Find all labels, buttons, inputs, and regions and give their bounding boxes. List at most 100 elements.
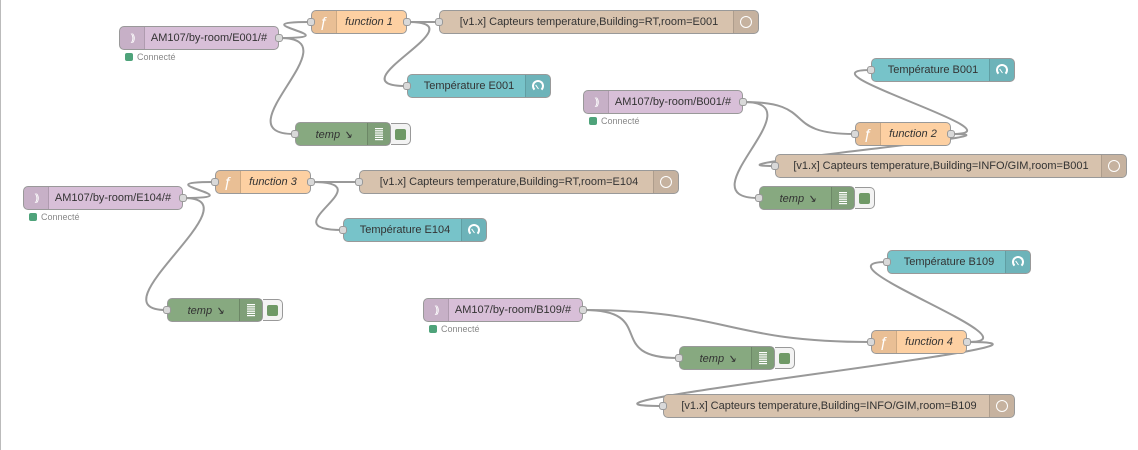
node-label: temp ↘ [315, 128, 353, 141]
input-port[interactable] [355, 178, 363, 186]
node-gauge-e104[interactable]: Température E104 [339, 218, 487, 242]
status-dot [125, 53, 133, 61]
node-gauge-b001[interactable]: Température B001 [867, 58, 1015, 82]
wire-fn1-to-gauge-e001[interactable] [383, 21, 431, 87]
wire-mqtt-b109-to-fn4[interactable] [583, 309, 871, 343]
wire-fn3-to-gauge-e104[interactable] [311, 181, 343, 231]
node-label: function 4 [905, 336, 953, 348]
status-dot [589, 117, 597, 125]
wire-fn2-to-influx-b001[interactable] [758, 133, 968, 167]
wire-fn4-to-influx-b109[interactable] [636, 341, 994, 407]
output-port[interactable] [307, 178, 315, 186]
globe-icon [1101, 155, 1126, 177]
node-mqtt-e001[interactable]: )) AM107/by-room/E001/# [119, 26, 283, 50]
wire-mqtt-e001-to-debug-1[interactable] [269, 37, 305, 135]
wire-mqtt-b109-to-debug-4[interactable] [583, 309, 679, 359]
node-mqtt-e104[interactable]: ))AM107/by-room/E104/# [23, 186, 187, 210]
node-label: AM107/by-room/B109/# [454, 304, 572, 316]
node-fn3[interactable]: ƒ function 3 [211, 170, 315, 194]
status-text: Connecté [41, 212, 80, 222]
output-port[interactable] [403, 18, 411, 26]
node-debug-1[interactable]: temp ↘ [291, 122, 391, 146]
wire-mqtt-e001-to-fn1[interactable] [279, 21, 311, 39]
toggle-indicator [395, 128, 406, 140]
output-port[interactable] [179, 194, 187, 202]
wire-mqtt-b001-to-debug-2[interactable] [733, 101, 769, 199]
node-influx-b109[interactable]: [v1.x] Capteurs temperature,Building=INF… [659, 394, 1015, 418]
wire-mqtt-e104-to-debug-3[interactable] [145, 197, 205, 311]
wire-fn4-to-gauge-b109[interactable] [869, 261, 985, 343]
node-influx-e104[interactable]: [v1.x] Capteurs temperature,Building=RT,… [355, 170, 679, 194]
node-label: function 1 [345, 16, 393, 28]
wire-mqtt-e104-to-fn3[interactable] [183, 181, 215, 199]
node-mqtt-b001[interactable]: ))AM107/by-room/B001/# [583, 90, 747, 114]
output-port[interactable] [739, 98, 747, 106]
node-label: temp ↘ [779, 192, 817, 205]
debug-toggle-button[interactable] [263, 299, 283, 321]
debug-toggle-button[interactable] [775, 347, 795, 369]
node-debug-4[interactable]: temp ↘ [675, 346, 775, 370]
node-influx-b001[interactable]: [v1.x] Capteurs temperature,Building=INF… [771, 154, 1127, 178]
node-label: temp ↘ [187, 304, 225, 317]
globe-icon [989, 395, 1014, 417]
input-port[interactable] [867, 66, 875, 74]
input-port[interactable] [675, 354, 683, 362]
input-port[interactable] [851, 130, 859, 138]
status-text: Connecté [601, 116, 640, 126]
gauge-icon [525, 75, 550, 97]
status-badge: Connecté [589, 116, 640, 126]
input-port[interactable] [435, 18, 443, 26]
debug-list-icon [239, 299, 262, 321]
function-icon: ƒ [216, 171, 241, 193]
input-port[interactable] [163, 306, 171, 314]
input-port[interactable] [867, 338, 875, 346]
node-gauge-e001[interactable]: Température E001 [403, 74, 551, 98]
toggle-indicator [859, 192, 870, 204]
node-label: temp ↘ [699, 352, 737, 365]
status-dot [429, 325, 437, 333]
wire-mqtt-b001-to-fn2[interactable] [743, 101, 855, 135]
output-port[interactable] [579, 306, 587, 314]
input-port[interactable] [771, 162, 779, 170]
node-label: AM107/by-room/E104/# [54, 192, 172, 204]
radio-waves-icon: )) [424, 299, 449, 321]
input-port[interactable] [291, 130, 299, 138]
toggle-indicator [779, 352, 790, 364]
node-label: AM107/by-room/B001/# [614, 96, 732, 108]
node-label: Température E001 [423, 80, 515, 92]
debug-list-icon [367, 123, 390, 145]
node-fn4[interactable]: ƒ function 4 [867, 330, 971, 354]
output-port[interactable] [275, 34, 283, 42]
node-debug-3[interactable]: temp ↘ [163, 298, 263, 322]
node-label: function 2 [889, 128, 937, 140]
node-label: Température B109 [903, 256, 995, 268]
node-label: Température E104 [359, 224, 451, 236]
node-mqtt-b109[interactable]: )) AM107/by-room/B109/# [423, 298, 587, 322]
node-influx-e001[interactable]: [v1.x] Capteurs temperature,Building=RT,… [435, 10, 759, 34]
debug-toggle-button[interactable] [391, 123, 411, 145]
input-port[interactable] [883, 258, 891, 266]
toggle-indicator [267, 304, 278, 316]
node-label: function 3 [249, 176, 297, 188]
node-debug-2[interactable]: temp ↘ [755, 186, 855, 210]
node-gauge-b109[interactable]: Température B109 [883, 250, 1031, 274]
input-port[interactable] [403, 82, 411, 90]
function-icon: ƒ [856, 123, 881, 145]
node-label: AM107/by-room/E001/# [150, 32, 268, 44]
status-badge: Connecté [29, 212, 80, 222]
input-port[interactable] [211, 178, 219, 186]
node-fn2[interactable]: ƒ function 2 [851, 122, 955, 146]
output-port[interactable] [963, 338, 971, 346]
input-port[interactable] [307, 18, 315, 26]
input-port[interactable] [755, 194, 763, 202]
input-port[interactable] [339, 226, 347, 234]
globe-icon [733, 11, 758, 33]
input-port[interactable] [659, 402, 667, 410]
wire-fn2-to-gauge-b001[interactable] [853, 69, 969, 135]
output-port[interactable] [947, 130, 955, 138]
debug-toggle-button[interactable] [855, 187, 875, 209]
function-icon: ƒ [872, 331, 897, 353]
radio-waves-icon: )) [120, 27, 145, 49]
